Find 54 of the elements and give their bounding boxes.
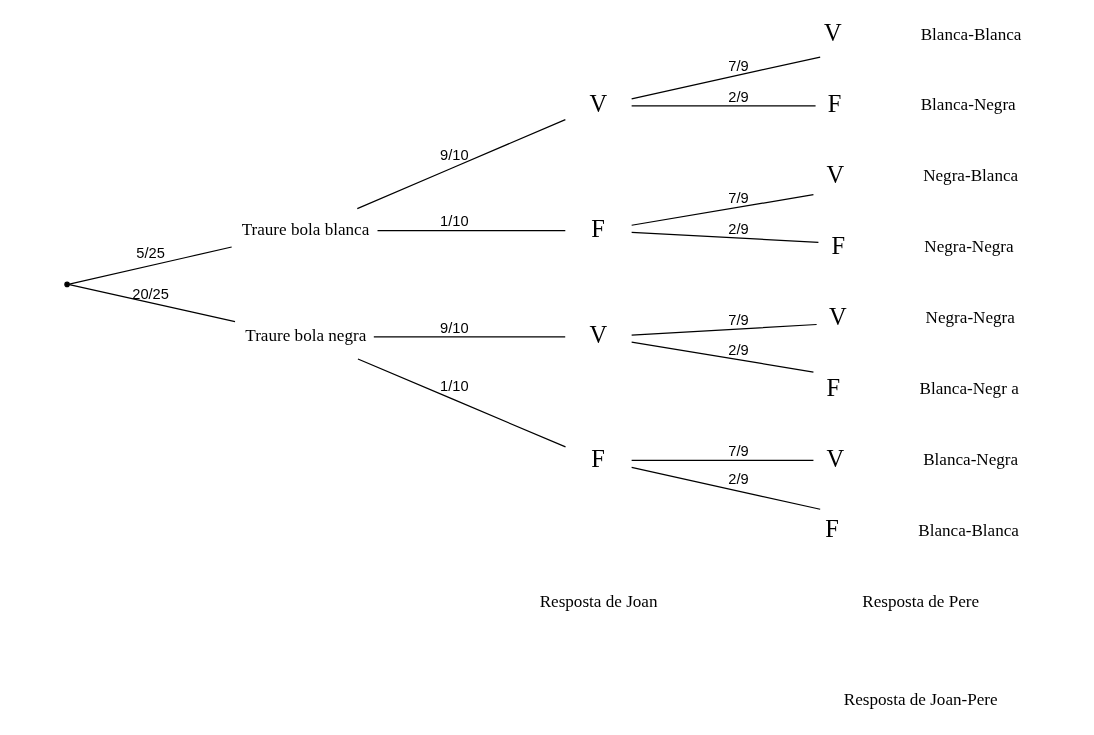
- edge-label: 1/10: [439, 378, 469, 395]
- connector: [630, 194, 814, 226]
- edge-label: 7/9: [727, 312, 749, 329]
- node-text: Traure bola negra: [244, 326, 366, 346]
- node-label: Negra-Blanca: [922, 166, 1018, 186]
- node-text: F: [824, 515, 839, 543]
- node-point: [63, 281, 70, 288]
- connector: [630, 466, 821, 510]
- node-text: V: [828, 302, 847, 330]
- node-text: F: [590, 444, 605, 472]
- node-label: Blanca-Negra: [920, 95, 1016, 115]
- node-text: V: [826, 160, 844, 188]
- label: Resposta de Joan: [539, 591, 658, 611]
- edge-label: 2/9: [727, 341, 749, 358]
- node-label: Negra-Negra: [925, 308, 1015, 328]
- edge-label: 7/9: [727, 190, 749, 207]
- node-text: V: [588, 321, 607, 349]
- edge-label: 9/10: [439, 319, 469, 336]
- label: Resposta de Pere: [861, 591, 979, 611]
- node-text: F: [830, 231, 845, 259]
- connector: [68, 246, 232, 285]
- edge-label: 2/9: [727, 471, 749, 488]
- node-label: Blanca-Blanca: [917, 520, 1019, 540]
- connector: [630, 459, 814, 461]
- edge-label: 7/9: [727, 58, 749, 75]
- edge-label: 20/25: [131, 285, 169, 302]
- connector: [68, 284, 236, 323]
- node-text: Traure bola blanca: [241, 220, 369, 240]
- connector: [356, 358, 566, 448]
- connector: [376, 230, 566, 232]
- node-text: V: [826, 444, 844, 472]
- connector: [356, 119, 566, 210]
- node-label: Blanca-Blanca: [920, 24, 1021, 44]
- node-text: F: [827, 90, 841, 118]
- connector: [372, 336, 566, 338]
- edge-label: 9/10: [439, 147, 469, 164]
- node-label: Negra-Negra: [923, 237, 1014, 257]
- connector: [630, 105, 816, 107]
- connector: [630, 323, 817, 336]
- label: Resposta de Joan-Pere: [843, 689, 998, 709]
- node-label: Blanca-Negr a: [918, 379, 1019, 399]
- connector: [630, 231, 819, 243]
- connector: [630, 341, 814, 373]
- node-text: F: [826, 373, 840, 401]
- edge-label: 7/9: [727, 443, 749, 460]
- node-label: Blanca-Negra: [922, 449, 1018, 469]
- node-text: F: [590, 214, 605, 242]
- node-text: V: [588, 90, 607, 118]
- edge-label: 2/9: [727, 220, 749, 237]
- edge-label: 5/25: [135, 245, 165, 262]
- edge-label: 2/9: [727, 88, 749, 105]
- node-text: V: [823, 19, 842, 47]
- edge-label: 1/10: [439, 213, 469, 230]
- connector: [630, 56, 821, 100]
